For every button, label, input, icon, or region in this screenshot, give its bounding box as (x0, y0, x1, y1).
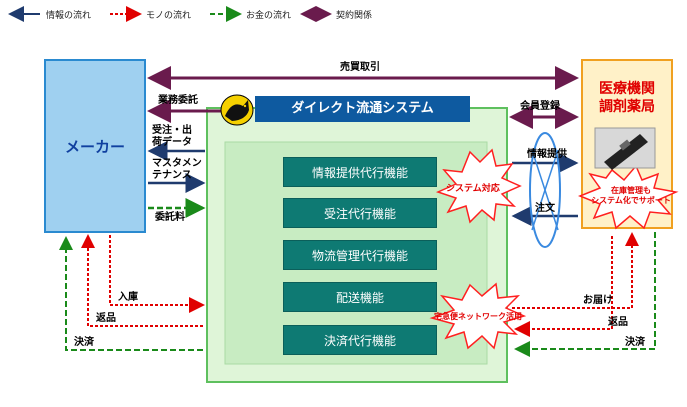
settle-left-arrow (65, 242, 203, 351)
legend-contract-label: 契約関係 (336, 11, 373, 21)
return-left-arrowhead (81, 234, 95, 248)
inbound-arrow (109, 235, 205, 313)
label-commission-fee: 委託料 (155, 212, 185, 223)
burst-system-support (435, 148, 522, 224)
system-title-bar (255, 96, 470, 122)
label-delivery: お届け (583, 295, 613, 306)
label-return-left: 返品 (96, 313, 116, 324)
return-right-arrow (514, 236, 613, 337)
delivery-arrow (512, 238, 633, 309)
label-order-data: 受注・出 荷データ (152, 125, 192, 148)
label-info-provide: 情報提供 (527, 149, 567, 160)
legend-money-label: お金の流れ (246, 11, 292, 21)
burst-delivery-network-text: 宅急便ネットワーク活用 (434, 312, 522, 321)
label-member-registration: 会員登録 (520, 101, 560, 112)
settle-left-arrowhead (59, 236, 73, 250)
function-logistics-management: 物流管理代行機能 (283, 240, 437, 270)
function-info-provision: 情報提供代行機能 (283, 157, 437, 187)
return-left-arrow (87, 240, 203, 327)
system-title: ダイレクト流通システム (291, 101, 434, 116)
system-link-ellipse (529, 132, 561, 248)
black-cat-logo (220, 94, 254, 126)
delivery-arrowhead (625, 232, 639, 246)
function-delivery: 配送機能 (283, 282, 437, 312)
label-inbound: 入庫 (118, 292, 138, 303)
handheld-scanner-icon (594, 127, 656, 170)
burst-delivery-network (429, 282, 527, 350)
legend-info-label: 情報の流れ (46, 11, 92, 21)
label-settle-right: 決済 (625, 337, 645, 348)
label-sales: 売買取引 (340, 62, 380, 73)
burst-inventory (577, 164, 679, 230)
function-settlement: 決済代行機能 (283, 325, 437, 355)
maker-box (44, 59, 146, 233)
label-business-contract: 業務委託 (158, 95, 198, 106)
ellipse-cross-2 (531, 149, 559, 231)
burst-inventory-text: 在庫管理も システム化でサポート (591, 186, 671, 205)
maker-label: メーカー (64, 138, 125, 156)
legend-goods-label: モノの流れ (146, 11, 192, 21)
label-settle-left: 決済 (74, 337, 94, 348)
label-order: 注文 (535, 203, 555, 214)
burst-system-support-text: システム対応 (446, 184, 500, 194)
pharmacy-label: 医療機関 調剤薬局 (599, 81, 655, 115)
function-order-processing: 受注代行機能 (283, 198, 437, 228)
label-master-maintenance: マスタメン テナンス (152, 158, 202, 181)
settle-right-arrow (514, 232, 656, 357)
label-return-right: 返品 (608, 317, 628, 328)
